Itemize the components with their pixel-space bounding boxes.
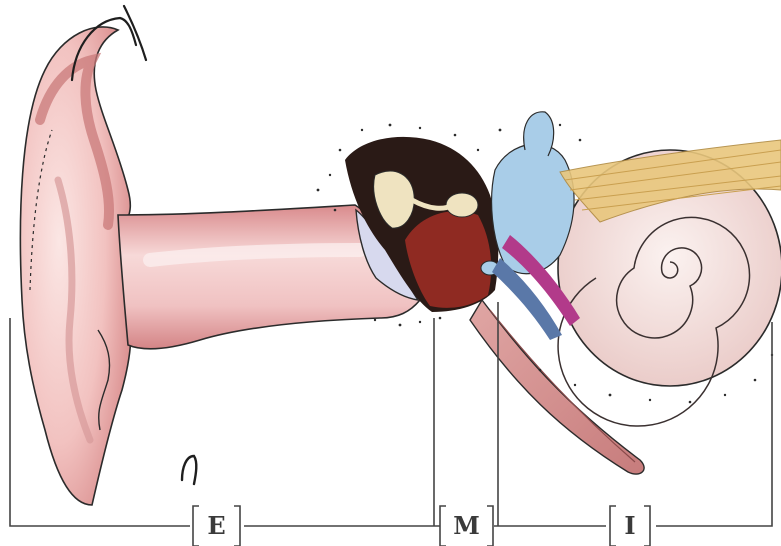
hair-strand-small xyxy=(182,456,196,484)
label-outer-ear-text: E xyxy=(207,511,225,540)
label-inner-ear-bracket-left xyxy=(610,506,616,546)
label-middle-ear-text: M xyxy=(453,511,480,540)
label-inner-ear-bracket-right xyxy=(644,506,650,546)
label-outer-ear-bracket-left xyxy=(193,506,199,546)
pinna-shape xyxy=(20,27,130,505)
label-middle-ear-bracket-right xyxy=(487,506,493,546)
pinna xyxy=(20,27,130,505)
semicircular-canal xyxy=(524,112,554,156)
label-outer-ear: E xyxy=(193,506,240,546)
label-outer-ear-bracket-right xyxy=(234,506,240,546)
label-middle-ear-bracket-left xyxy=(440,506,446,546)
label-inner-ear-text: I xyxy=(624,511,635,540)
label-inner-ear: I xyxy=(610,506,650,546)
label-middle-ear: M xyxy=(440,506,493,546)
